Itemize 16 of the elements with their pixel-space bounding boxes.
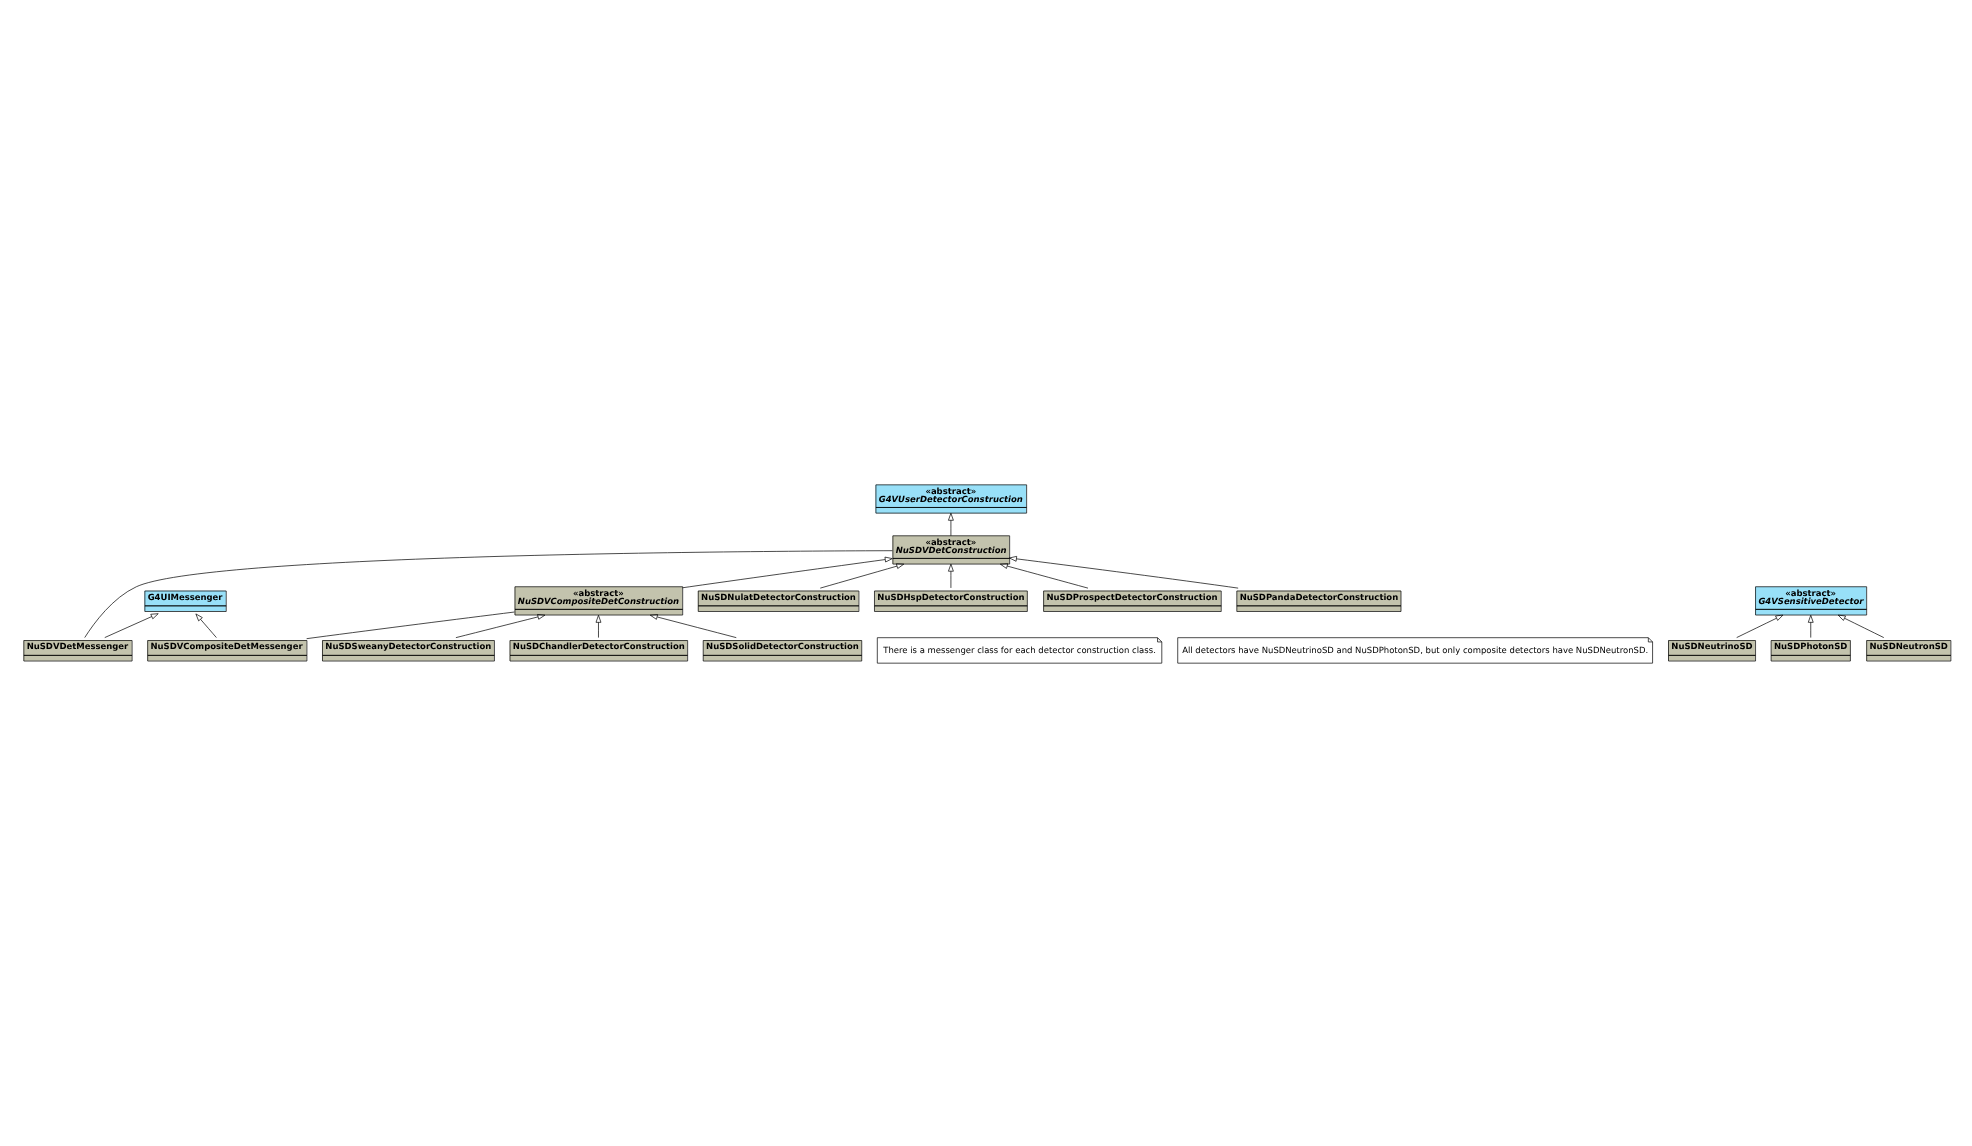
connector [305,610,514,639]
arrow [1836,613,1884,637]
arrow [194,612,216,637]
arrow [1806,613,1813,637]
arrow [454,613,545,637]
arrow [1008,555,1238,588]
connector [83,549,892,637]
arrow [947,562,953,588]
arrow [998,562,1088,588]
arrow [594,613,601,637]
arrow [818,562,904,588]
arrow [648,613,736,637]
arrow [681,555,892,588]
arrow [103,612,158,637]
arrow [947,511,953,536]
arrow [1735,613,1783,637]
